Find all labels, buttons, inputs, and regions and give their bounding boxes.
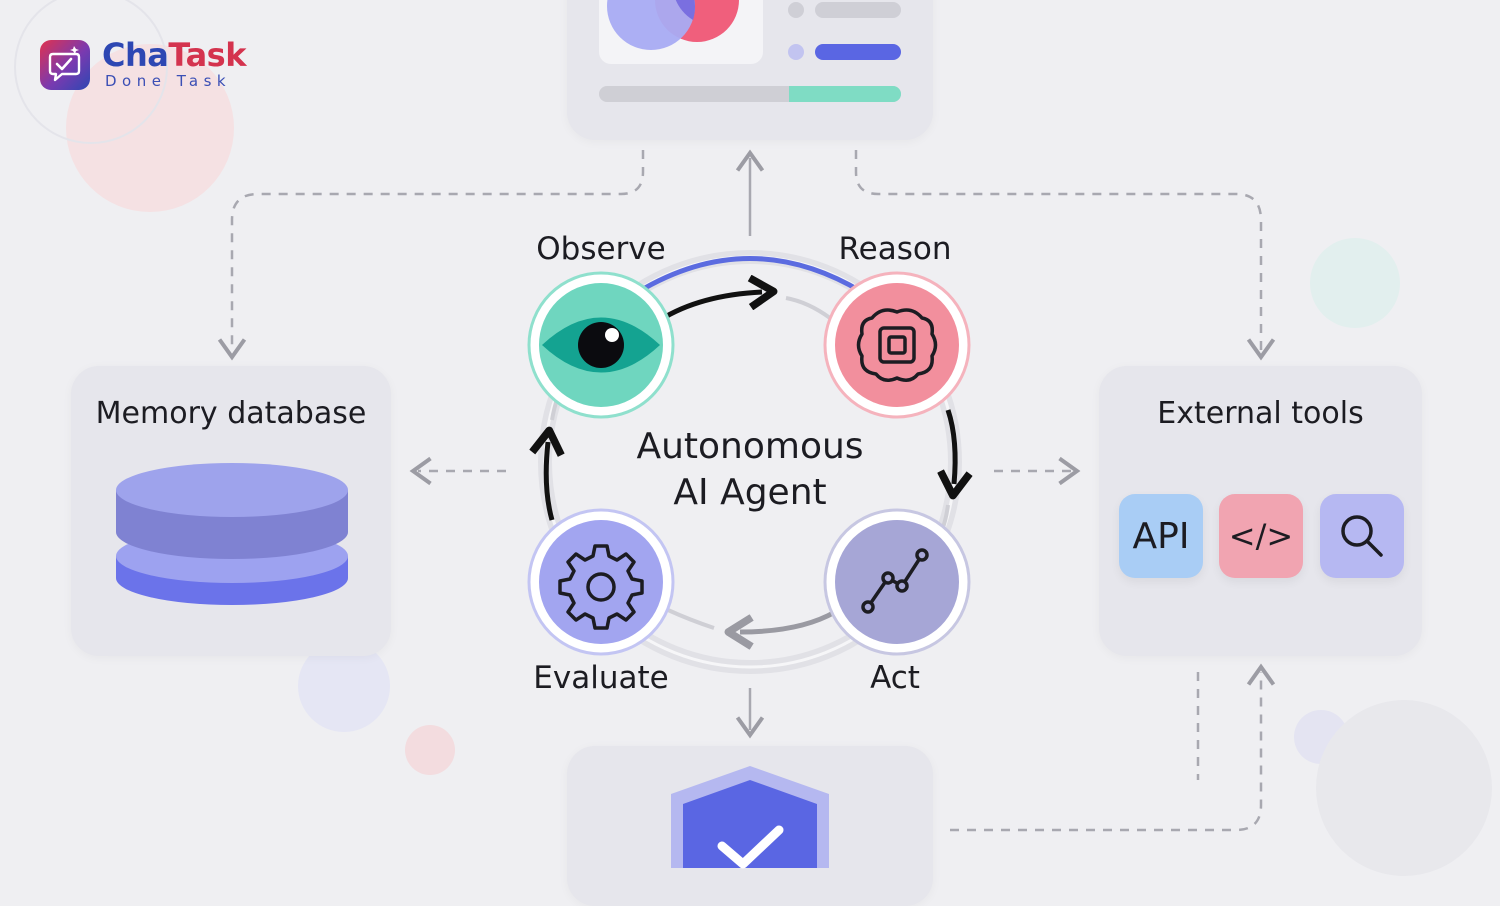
reason-node[interactable] — [823, 271, 971, 419]
progress-fill — [789, 86, 901, 102]
eye-icon — [542, 317, 660, 373]
list-bar — [815, 2, 901, 18]
shield-check-icon — [671, 766, 829, 869]
list-dot — [788, 44, 804, 60]
memory-database-title: Memory database — [95, 396, 367, 431]
pie-chart-icon — [607, 0, 739, 50]
cycle-arrow-act-evaluate — [740, 609, 837, 632]
progress-bar — [599, 86, 901, 102]
memory-database-panel: Memory database — [71, 366, 391, 656]
chart-card — [599, 0, 763, 64]
api-label: API — [1132, 515, 1190, 557]
decor-circle — [1316, 700, 1492, 876]
connector-security-tools — [950, 663, 1276, 832]
list-bar — [815, 44, 901, 60]
dashboard-panel — [567, 0, 933, 140]
decor-circle — [405, 725, 455, 775]
agent-title-line1: Autonomous — [636, 426, 864, 467]
cycle-arrow-observe-reason — [658, 292, 762, 323]
connectors — [217, 149, 1276, 832]
agent-title: Autonomous AI Agent — [590, 424, 910, 516]
connector-dashboard-tools — [854, 150, 1276, 361]
act-label: Act — [870, 660, 920, 696]
cycle-arrow-reason-act — [948, 409, 955, 484]
observe-label: Observe — [536, 231, 666, 267]
api-tool-button[interactable]: API — [1119, 494, 1203, 578]
brand-name-part1: Cha — [102, 36, 169, 74]
brain-chip-icon — [856, 308, 938, 382]
brand-logo[interactable]: ChaTask Done Task — [40, 36, 246, 96]
brand-tagline: Done Task — [105, 72, 232, 90]
search-icon — [1341, 515, 1383, 557]
evaluate-node[interactable] — [527, 508, 675, 656]
connector-dashboard-memory — [217, 150, 645, 361]
search-tool-button[interactable] — [1320, 494, 1404, 578]
external-tools-panel: External tools API </> — [1099, 366, 1422, 656]
evaluate-label: Evaluate — [533, 660, 669, 696]
code-tool-button[interactable]: </> — [1219, 494, 1303, 578]
reason-label: Reason — [838, 231, 952, 267]
agent-title-line2: AI Agent — [673, 472, 827, 513]
brand-name: ChaTask — [102, 36, 246, 74]
line-chart-icon — [861, 548, 929, 614]
act-node[interactable] — [823, 508, 971, 656]
cycle-arrow-evaluate-observe — [546, 442, 552, 521]
decor-circle — [14, 0, 168, 144]
chat-check-icon — [40, 40, 90, 90]
decor-circle — [1310, 238, 1400, 328]
database-icon — [116, 463, 348, 605]
code-icon: </> — [1228, 517, 1294, 555]
gear-icon — [558, 544, 644, 630]
ring-accent-arc — [636, 256, 864, 295]
list-dot — [788, 2, 804, 18]
external-tools-title: External tools — [1157, 396, 1364, 431]
observe-node[interactable] — [527, 271, 675, 419]
brand-name-part2: Task — [168, 36, 246, 74]
